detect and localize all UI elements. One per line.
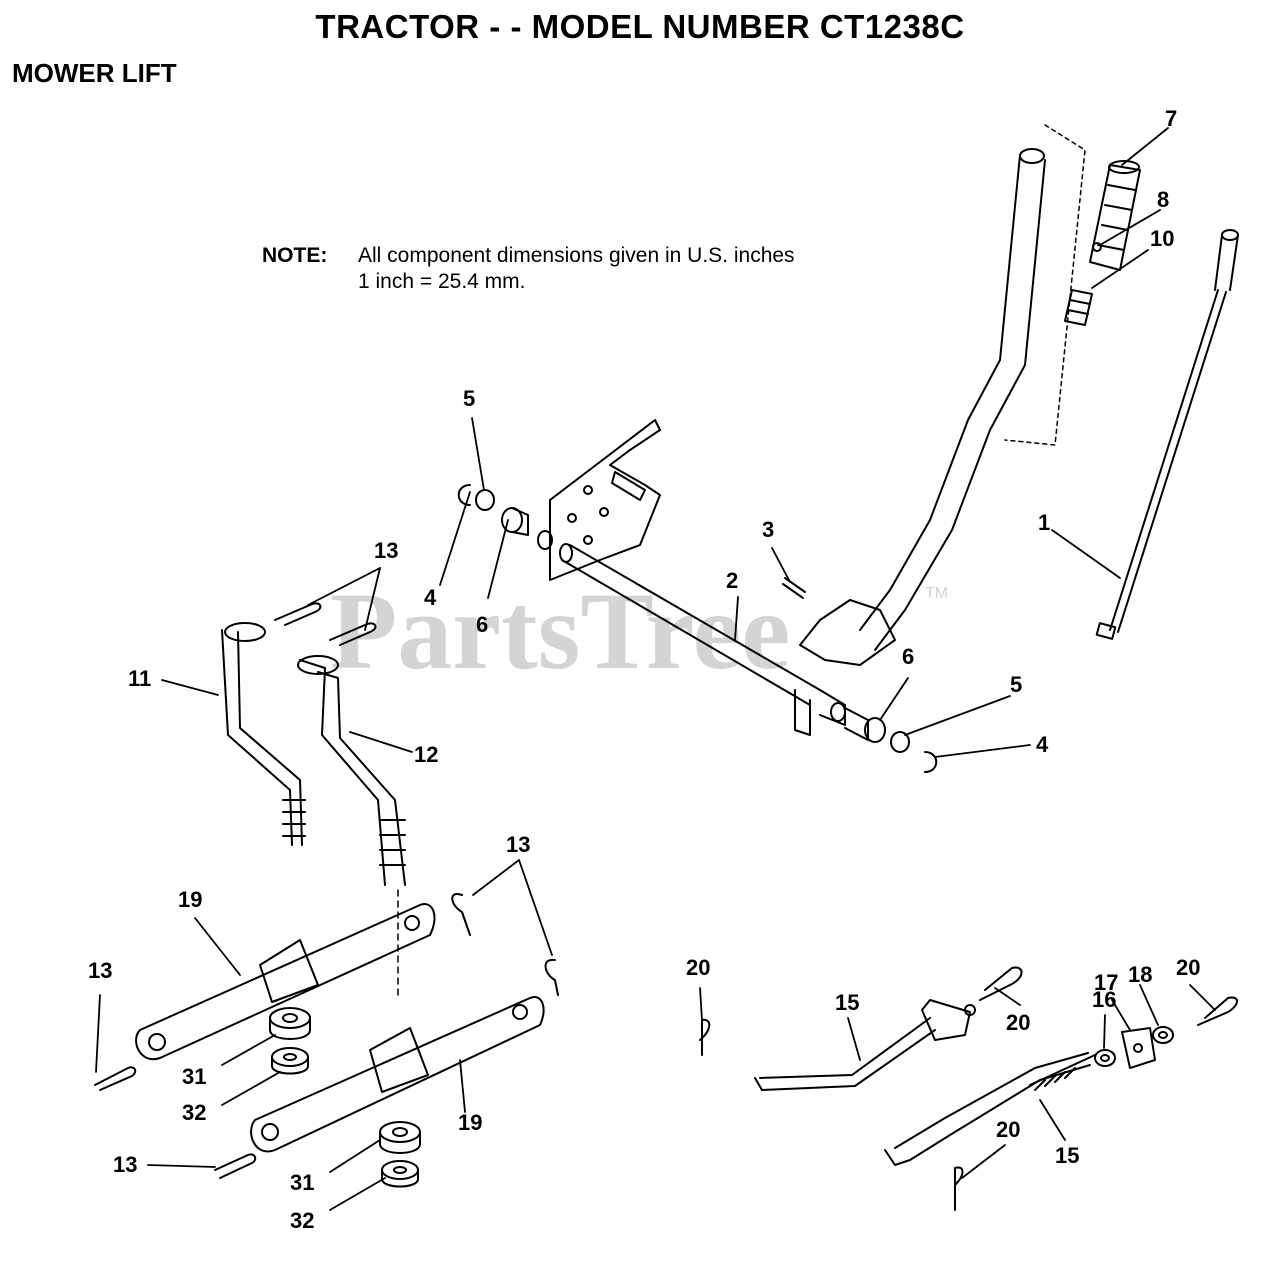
spacer-32-upper xyxy=(271,1047,309,1075)
callout-31-upper: 31 xyxy=(182,1064,206,1089)
lift-link-12 xyxy=(297,655,406,886)
callout-15-lower: 15 xyxy=(1055,1143,1079,1168)
note-label: NOTE: xyxy=(262,244,328,267)
callout-15-upper: 15 xyxy=(835,990,859,1015)
spring-10 xyxy=(1064,289,1093,326)
lift-arm-19-lower xyxy=(250,996,545,1153)
callout-13-bottom: 13 xyxy=(113,1152,137,1177)
callout-20-bottom: 20 xyxy=(996,1117,1020,1142)
callout-13-left: 13 xyxy=(88,958,112,983)
spacer-32-lower xyxy=(381,1160,419,1188)
callout-12: 12 xyxy=(414,742,438,767)
callout-19-upper: 19 xyxy=(178,887,202,912)
callout-7: 7 xyxy=(1165,106,1177,131)
left-bushing-group xyxy=(457,484,553,550)
handle-grip-7 xyxy=(1089,160,1141,271)
bushing-31-upper xyxy=(269,1007,311,1040)
clevis-17 xyxy=(1121,1027,1156,1069)
callout-16: 16 xyxy=(1092,987,1116,1012)
callout-32-lower: 32 xyxy=(290,1208,314,1233)
callout-4-right: 4 xyxy=(1036,732,1049,757)
right-bushing-group xyxy=(830,702,938,773)
lift-link-11 xyxy=(221,622,306,846)
adjusting-rod-15-lower xyxy=(884,1052,1096,1166)
watermark-text: PartsTree xyxy=(330,570,790,692)
callout-20-middle: 20 xyxy=(1006,1010,1030,1035)
callout-20-left: 20 xyxy=(686,955,710,980)
hairpin-clips-13-top xyxy=(274,602,377,646)
bushing-31-lower xyxy=(379,1121,421,1154)
callout-6-right: 6 xyxy=(902,644,914,669)
callout-10: 10 xyxy=(1150,226,1174,251)
callout-11: 11 xyxy=(128,666,151,691)
callout-18: 18 xyxy=(1128,962,1152,987)
callout-8: 8 xyxy=(1157,187,1169,212)
callout-6-left: 6 xyxy=(476,612,488,637)
page-title: TRACTOR - - MODEL NUMBER CT1238C xyxy=(315,8,965,45)
callout-5-left: 5 xyxy=(463,386,475,411)
section-subtitle: MOWER LIFT xyxy=(12,58,177,88)
callout-13-middle: 13 xyxy=(506,832,530,857)
callout-17: 17 xyxy=(1094,970,1118,995)
mounting-bracket xyxy=(549,419,661,581)
watermark-tm: TM xyxy=(925,585,948,602)
callout-13-top: 13 xyxy=(374,538,398,563)
callout-32-upper: 32 xyxy=(182,1100,206,1125)
lift-arm-19-upper xyxy=(135,903,436,1061)
leader-lines xyxy=(95,127,1216,1211)
callout-2: 2 xyxy=(726,568,738,593)
note-line-1: All component dimensions given in U.S. i… xyxy=(358,244,795,267)
callout-19-lower: 19 xyxy=(458,1110,482,1135)
callout-labels: 7 8 10 1 5 4 6 3 2 13 11 12 6 5 4 13 19 … xyxy=(88,106,1200,1233)
dimension-note: NOTE: All component dimensions given in U… xyxy=(262,243,795,295)
callout-1: 1 xyxy=(1038,510,1050,535)
lift-handle-outline xyxy=(1004,124,1086,446)
callout-3: 3 xyxy=(762,517,774,542)
washer-8 xyxy=(1092,242,1102,252)
callout-20-right: 20 xyxy=(1176,955,1200,980)
lift-rod-1 xyxy=(1095,229,1239,640)
note-line-2: 1 inch = 25.4 mm. xyxy=(358,270,526,293)
nut-16 xyxy=(1094,1049,1116,1067)
callout-31-lower: 31 xyxy=(290,1170,314,1195)
washer-18 xyxy=(1152,1026,1174,1044)
callout-5-right: 5 xyxy=(1010,672,1022,697)
adjusting-rod-15-upper xyxy=(754,999,976,1091)
lift-handle-tube xyxy=(799,148,1046,666)
callout-4-left: 4 xyxy=(424,585,437,610)
hairpin-clips-13-lower xyxy=(94,893,559,1179)
lift-shaft xyxy=(559,543,846,736)
